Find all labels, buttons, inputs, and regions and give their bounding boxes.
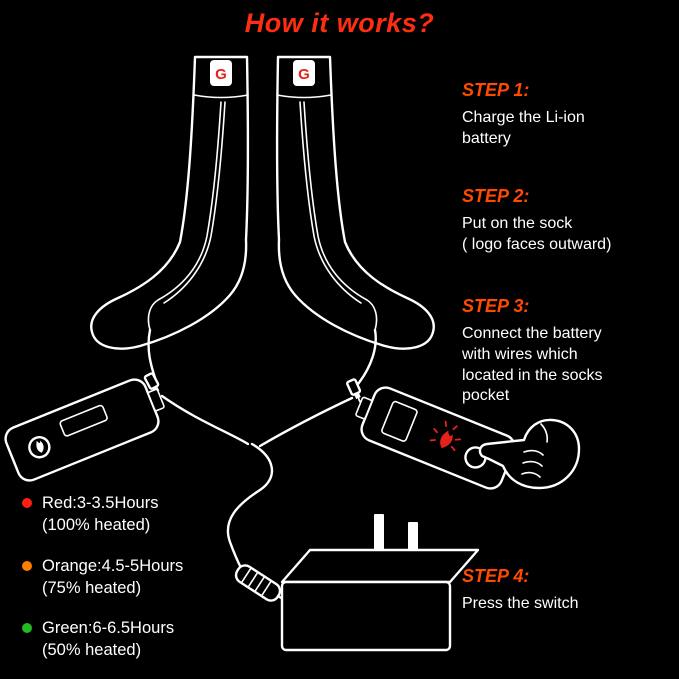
heat-indicator-icon [429, 420, 461, 452]
sock-logo-letter: G [298, 66, 310, 83]
step-2: STEP 2: Put on the sock ( logo faces out… [462, 186, 677, 256]
sock-logo-icon: G [293, 60, 315, 86]
battery-left [4, 378, 165, 482]
legend-text-orange: Orange:4.5-5Hours (75% heated) [42, 556, 184, 597]
green-dot-icon [22, 623, 32, 634]
step-4-label: STEP 4: [462, 566, 530, 586]
battery-window [381, 400, 418, 442]
adapter-top-face [280, 548, 480, 584]
heating-wire [299, 101, 362, 304]
flame-icon-small [36, 440, 44, 453]
hand-press-icon [478, 418, 581, 490]
plug-prong-icon [408, 522, 418, 552]
step-2-label: STEP 2: [462, 186, 530, 206]
connector-plug-right [346, 378, 362, 404]
sock-exit-cables [147, 328, 377, 386]
cuff-seam [193, 94, 249, 99]
power-switch-icon [464, 446, 487, 469]
battery-connector [147, 388, 165, 412]
heating-wire [303, 101, 378, 331]
legend-text-green: Green:6-6.5Hours (50% heated) [42, 619, 175, 660]
battery-window [59, 404, 108, 437]
power-button-icon [28, 436, 51, 459]
connection-cables [156, 392, 365, 572]
legend-item-red: Red:3-3.5Hours (100% heated) [22, 492, 183, 537]
battery-connector [355, 396, 373, 420]
step-1: STEP 1: Charge the Li-ion battery [462, 80, 677, 150]
heating-wire [163, 101, 226, 304]
step-3-text: Connect the battery with wires which loc… [462, 325, 603, 405]
step-1-text: Charge the Li-ion battery [462, 109, 585, 147]
orange-dot-icon [22, 560, 32, 571]
legend-text-red: Red:3-3.5Hours (100% heated) [42, 494, 159, 535]
step-3-label: STEP 3: [462, 296, 530, 316]
step-3: STEP 3: Connect the battery with wires w… [462, 296, 677, 407]
step-2-text: Put on the sock ( logo faces outward) [462, 215, 612, 253]
cuff-seam [276, 94, 332, 99]
power-adapter [280, 514, 480, 652]
legend-item-orange: Orange:4.5-5Hours (75% heated) [22, 555, 183, 600]
step-1-label: STEP 1: [462, 80, 530, 100]
sock-logo-letter: G [215, 66, 227, 83]
battery-right [355, 386, 516, 490]
right-sock: G [275, 55, 435, 350]
step-4: STEP 4: Press the switch [462, 566, 677, 615]
legend-item-green: Green:6-6.5Hours (50% heated) [22, 617, 183, 662]
heating-wire [147, 101, 222, 331]
plug-prong-icon [374, 514, 384, 552]
step-4-text: Press the switch [462, 595, 579, 612]
sock-logo-icon: G [210, 60, 232, 86]
page-title: How it works? [244, 8, 435, 38]
adapter-front-face [280, 580, 452, 652]
cable-coil [234, 564, 282, 602]
red-dot-icon [22, 498, 32, 508]
left-sock: G [90, 55, 250, 350]
runtime-legend: Red:3-3.5Hours (100% heated) Orange:4.5-… [22, 492, 183, 662]
